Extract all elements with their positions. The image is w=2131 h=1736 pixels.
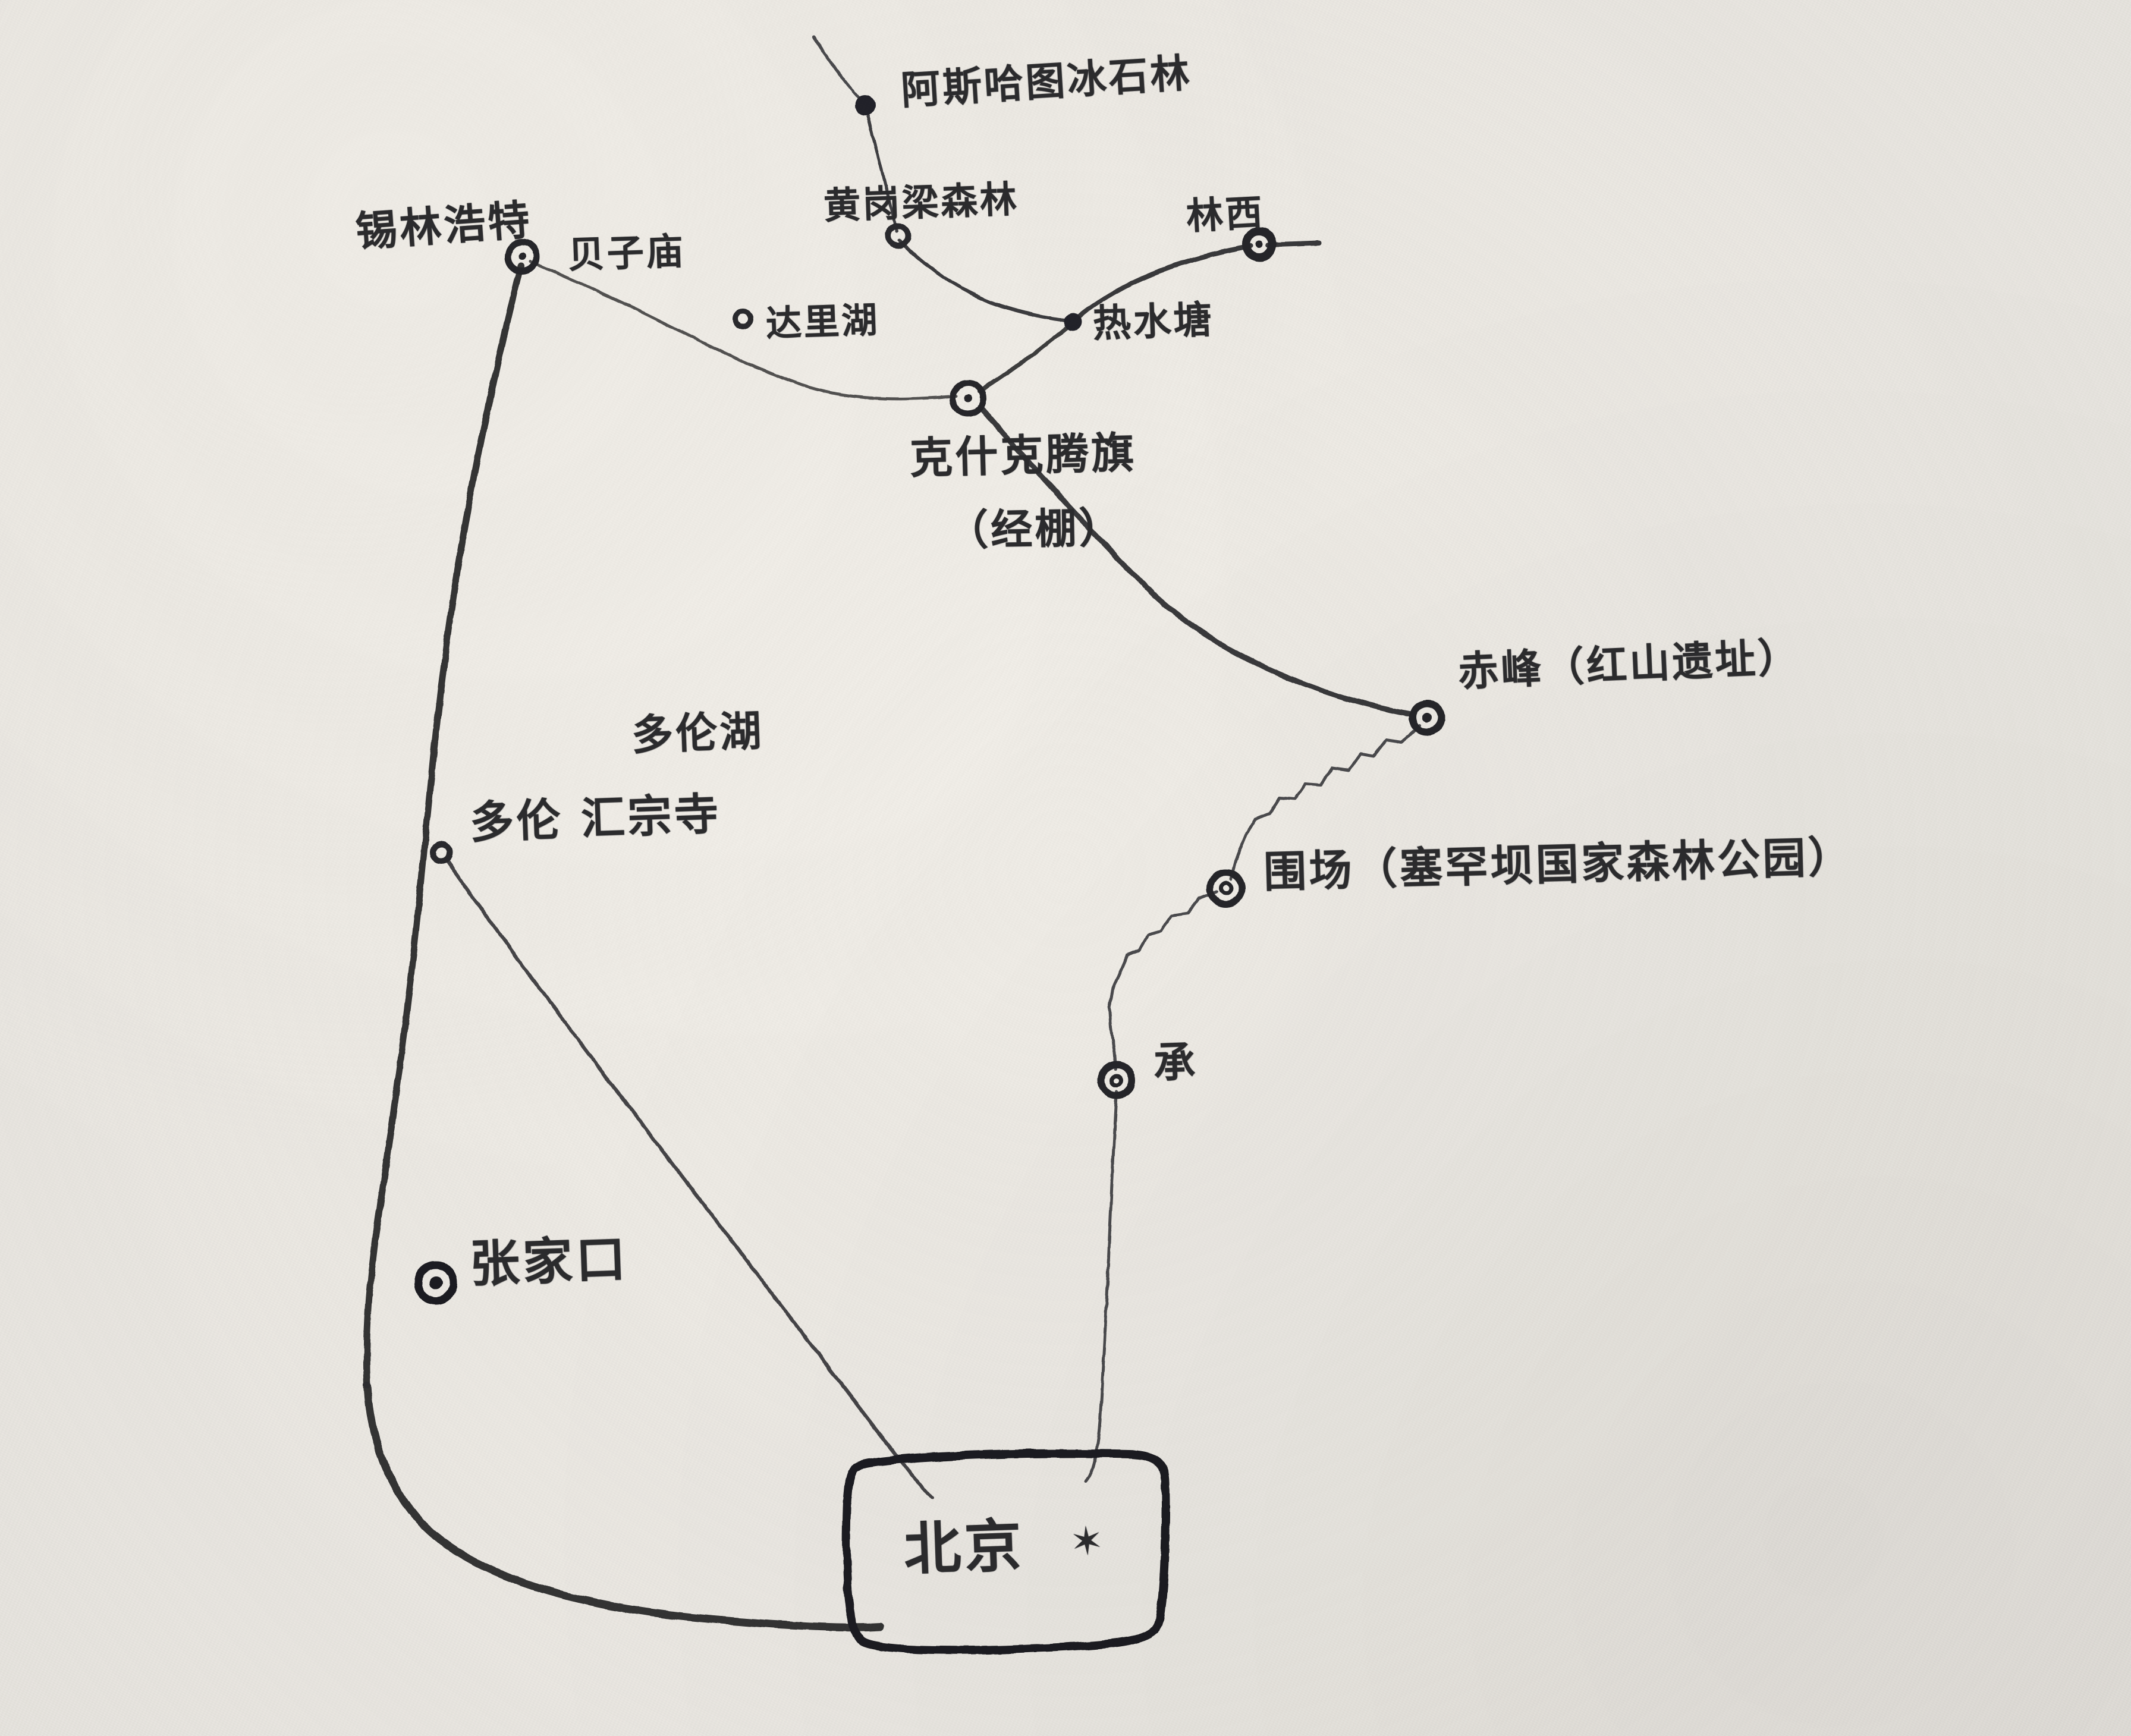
label-duolunhu: 多伦湖 bbox=[630, 706, 765, 760]
label-dalihu: 达里湖 bbox=[765, 299, 880, 345]
beijing-capital-star-icon: ✶ bbox=[1068, 1517, 1107, 1565]
marker-reshuitang[interactable] bbox=[1064, 313, 1082, 331]
label-linxi: 林西 bbox=[1185, 190, 1266, 238]
marker-weichang-core bbox=[1218, 880, 1234, 896]
label-zhangjiakou: 张家口 bbox=[469, 1229, 630, 1294]
label-keshiketeng: 克什克腾旗 bbox=[909, 427, 1137, 483]
route-xilinhot-keshiketeng bbox=[529, 260, 958, 401]
label-chengde: 承 bbox=[1152, 1037, 1199, 1088]
label-beijing: 北京 bbox=[903, 1512, 1026, 1583]
marker-keshiketeng-core bbox=[964, 394, 972, 402]
marker-dalihu[interactable] bbox=[733, 309, 754, 330]
marker-huanggang[interactable] bbox=[885, 222, 911, 249]
marker-zhangjiakou-core bbox=[429, 1276, 442, 1290]
route-reshuitang-keshiketeng bbox=[978, 322, 1073, 394]
label-duolun: 多伦 汇宗寺 bbox=[469, 788, 722, 849]
marker-linxi-core bbox=[1256, 241, 1263, 248]
marker-xilinhot-core bbox=[518, 253, 526, 260]
route-chengde-beijing bbox=[1084, 1090, 1118, 1483]
marker-chifeng-core bbox=[1422, 713, 1432, 722]
marker-asihatu[interactable] bbox=[855, 95, 875, 115]
marker-weichang[interactable] bbox=[1206, 869, 1246, 908]
label-beizimiao: 贝子庙 bbox=[567, 229, 686, 277]
label-jingpeng: （经棚） bbox=[946, 503, 1124, 555]
marker-duolun[interactable] bbox=[430, 841, 452, 864]
label-huanggang: 黄岗梁森林 bbox=[822, 177, 1020, 228]
route-huanggang-reshuitang bbox=[898, 238, 1072, 323]
route-duolun-beijing bbox=[445, 859, 934, 1500]
route-asihatu-north-spur bbox=[812, 35, 867, 106]
route-zhangjiakou-beijing bbox=[363, 1381, 884, 1631]
marker-chengde-core bbox=[1109, 1073, 1124, 1087]
label-reshuitang: 热水塘 bbox=[1092, 298, 1215, 347]
label-xilinhot: 锡林浩特 bbox=[354, 195, 534, 257]
